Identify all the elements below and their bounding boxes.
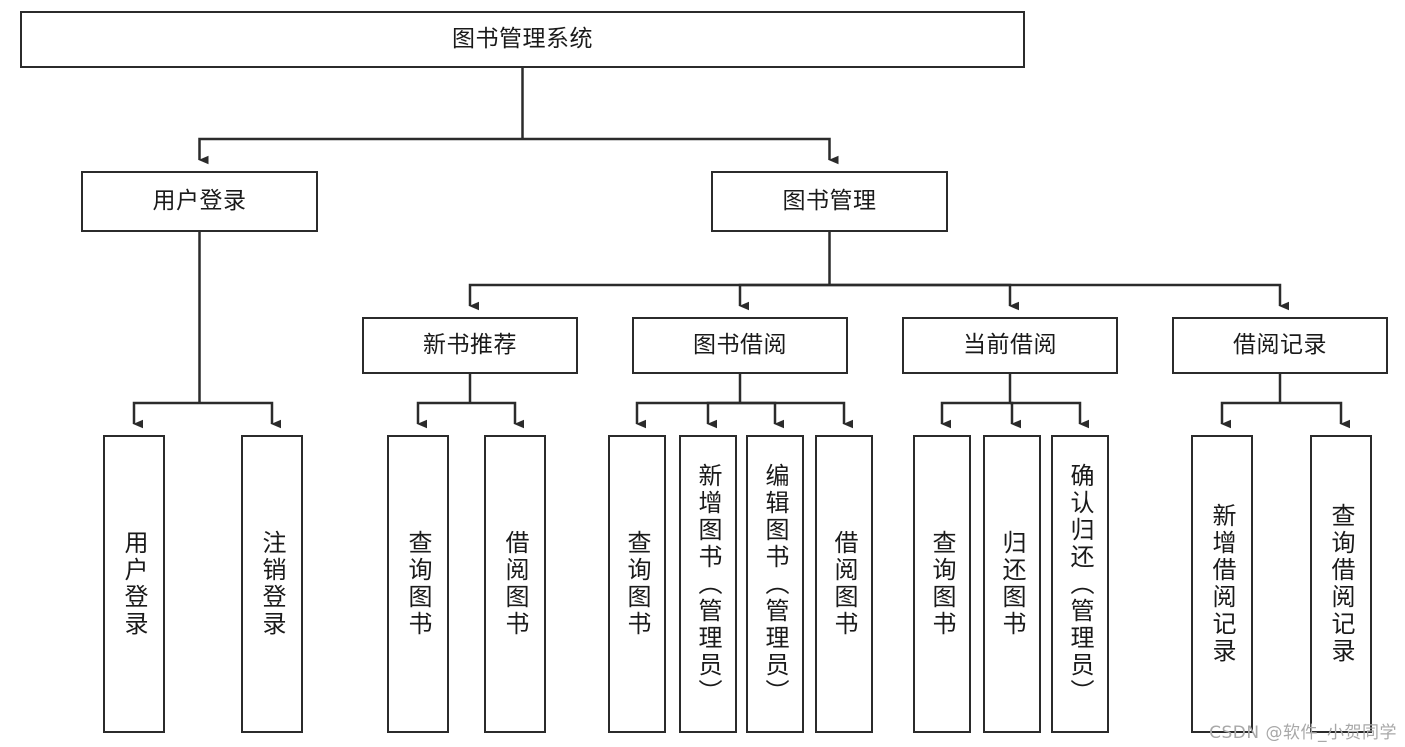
node-root[interactable]: 图书管理系统	[20, 11, 1025, 68]
node-label: 查询借阅记录	[1327, 503, 1355, 665]
node-current[interactable]: 当前借阅	[902, 317, 1118, 374]
node-borrow[interactable]: 图书借阅	[632, 317, 848, 374]
edge-borrow-to-bor-lend	[740, 401, 853, 429]
edge-borrow-to-bor-query	[635, 401, 740, 429]
node-records[interactable]: 借阅记录	[1172, 317, 1388, 374]
node-cur-query[interactable]: 查询图书	[913, 435, 971, 733]
edge-records-to-rec-query	[1280, 401, 1350, 429]
edge-borrow-to-bor-edit	[740, 401, 784, 429]
edge-bookmgmt-to-records	[829, 283, 1289, 311]
node-bor-add[interactable]: 新增图书（管理员）	[679, 435, 737, 733]
edge-current-to-cur-return	[1010, 401, 1021, 429]
watermark-label: CSDN @软件_小贺同学	[1209, 723, 1397, 743]
node-label: 新书推荐	[423, 331, 517, 358]
node-cur-confirm[interactable]: 确认归还（管理员）	[1051, 435, 1109, 733]
node-bor-query[interactable]: 查询图书	[608, 435, 666, 733]
node-label: 图书管理	[782, 187, 877, 214]
edge-newrec-to-newrec-query	[416, 401, 470, 429]
edge-bookmgmt-to-current	[829, 283, 1019, 311]
edge-current-to-cur-query	[940, 401, 1010, 429]
edge-bookmgmt-to-borrow	[738, 283, 830, 311]
node-newrec-query[interactable]: 查询图书	[387, 435, 449, 733]
node-label: 用户登录	[152, 187, 247, 214]
edge-login-to-login-out	[199, 401, 281, 429]
node-newrec[interactable]: 新书推荐	[362, 317, 578, 374]
node-label: 查询图书	[623, 530, 651, 638]
node-bor-edit[interactable]: 编辑图书（管理员）	[746, 435, 804, 733]
edge-login-to-login-in	[132, 401, 200, 429]
node-newrec-borrow[interactable]: 借阅图书	[484, 435, 546, 733]
node-rec-query[interactable]: 查询借阅记录	[1310, 435, 1372, 733]
node-login-in[interactable]: 用户登录	[103, 435, 165, 733]
edge-records-to-rec-add	[1220, 401, 1280, 429]
node-rec-add[interactable]: 新增借阅记录	[1191, 435, 1253, 733]
edge-newrec-to-newrec-borrow	[470, 401, 524, 429]
node-label: 图书管理系统	[452, 25, 593, 52]
node-label: 借阅图书	[501, 530, 529, 638]
node-label: 归还图书	[998, 530, 1026, 638]
node-label: 用户登录	[120, 530, 148, 638]
node-label: 查询图书	[928, 530, 956, 638]
node-label: 借阅记录	[1233, 331, 1327, 358]
node-label: 新增借阅记录	[1208, 503, 1236, 665]
node-bor-lend[interactable]: 借阅图书	[815, 435, 873, 733]
node-label: 注销登录	[258, 530, 286, 638]
node-cur-return[interactable]: 归还图书	[983, 435, 1041, 733]
edge-bookmgmt-to-newrec	[468, 283, 830, 311]
node-label: 编辑图书（管理员）	[761, 462, 789, 706]
node-bookmgmt[interactable]: 图书管理	[711, 171, 948, 232]
node-login[interactable]: 用户登录	[81, 171, 318, 232]
node-login-out[interactable]: 注销登录	[241, 435, 303, 733]
edge-borrow-to-bor-add	[706, 401, 740, 429]
edge-root-to-login	[198, 137, 523, 165]
node-label: 确认归还（管理员）	[1066, 462, 1094, 706]
node-label: 查询图书	[404, 530, 432, 638]
node-label: 新增图书（管理员）	[694, 462, 722, 706]
node-label: 当前借阅	[963, 331, 1057, 358]
node-label: 图书借阅	[693, 331, 787, 358]
node-label: 借阅图书	[830, 530, 858, 638]
edge-current-to-cur-confirm	[1010, 401, 1089, 429]
edge-root-to-bookmgmt	[522, 137, 839, 165]
